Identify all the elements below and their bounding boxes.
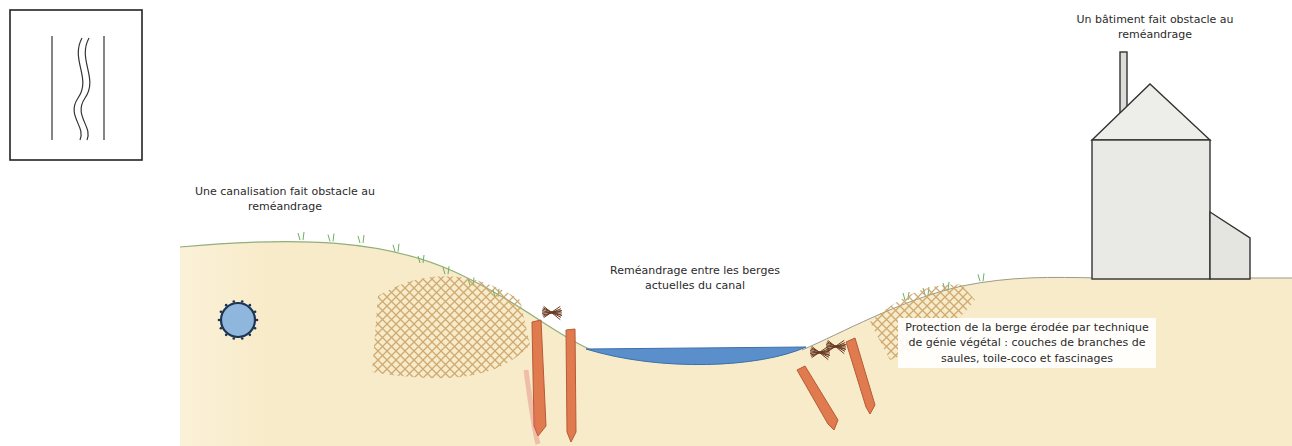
willow-brush	[542, 306, 846, 359]
coir-mesh	[372, 276, 530, 378]
water	[586, 347, 806, 365]
annotation-label: Une canalisation fait obstacle au reméan…	[190, 184, 380, 215]
pipe-symbol	[218, 300, 259, 340]
wooden-stakes	[532, 320, 875, 442]
annotation-label: Un bâtiment fait obstacle au reméandrage	[1070, 12, 1240, 43]
annotation-label: Reméandrage entre les berges actuelles d…	[585, 263, 805, 294]
building	[1092, 52, 1250, 279]
soil-stain	[526, 370, 538, 444]
annotation-label: Protection de la berge érodée par techni…	[898, 318, 1156, 368]
inset-map	[10, 10, 142, 160]
